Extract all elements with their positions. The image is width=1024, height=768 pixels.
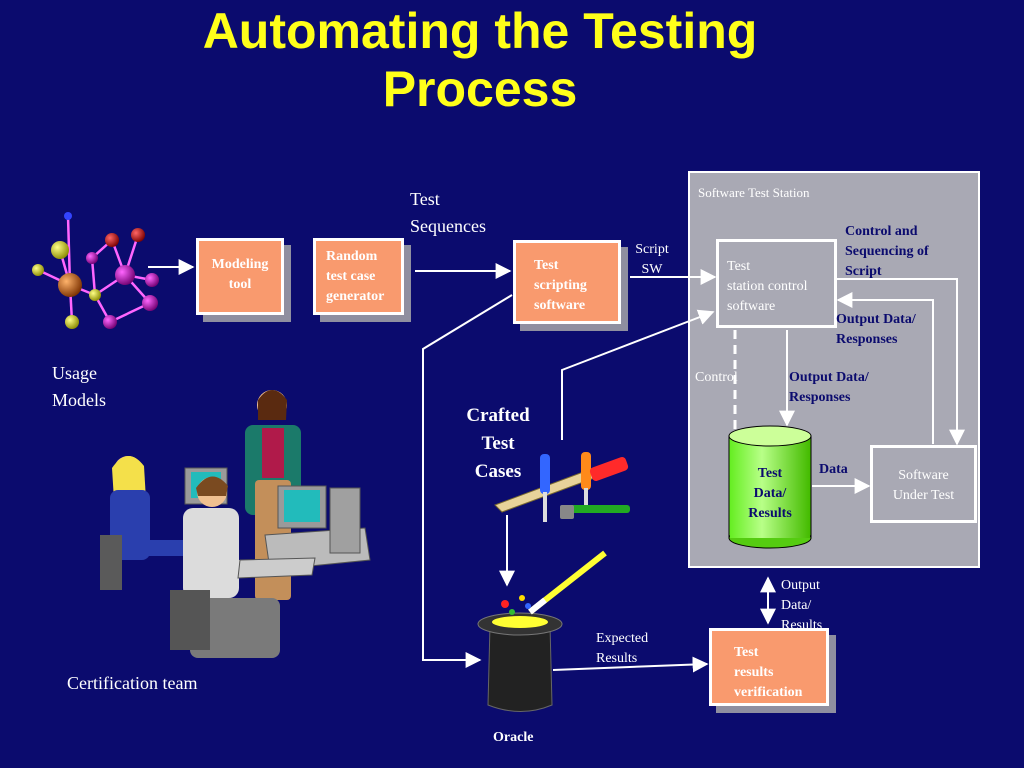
generator-label: Random test case generator: [326, 249, 385, 304]
slide-title: Automating the Testing Process: [202, 3, 758, 117]
station-title: Software Test Station: [698, 185, 810, 200]
verification-label: Test results verification: [734, 645, 803, 700]
usage-models-label: Usage Models: [52, 363, 106, 410]
usage-model-graph-icon: [32, 212, 159, 329]
oracle-label: Oracle: [493, 730, 534, 745]
arrow-sequences-to-oracle: [422, 294, 513, 668]
arrow-control-to-sut: [836, 278, 965, 446]
test-station-control-box: Test station control software: [716, 239, 837, 328]
expected-results-label: Expected Results: [596, 631, 649, 666]
tools-icon: [494, 452, 630, 522]
output-responses-label-1: Output Data/ Responses: [836, 312, 916, 347]
arrow-crafted-to-control: [561, 309, 715, 440]
test-data-results-database: [728, 425, 812, 549]
script-sw-label: Script SW: [635, 242, 669, 277]
test-sequences-label: Test Sequences: [410, 189, 486, 236]
test-results-verification-box: Test results verification: [709, 628, 829, 706]
sut-label: Software Under Test: [892, 468, 955, 503]
data-label: Data: [819, 462, 848, 477]
certification-team-label: Certification team: [67, 673, 198, 693]
control-sequencing-label: Control and Sequencing of Script: [845, 224, 929, 279]
database-label: Test Data/ Results: [748, 466, 792, 521]
crafted-test-cases-label: Crafted Test Cases: [466, 405, 530, 482]
software-under-test-box: Software Under Test: [870, 445, 977, 523]
oracle-hat-icon: [477, 550, 607, 712]
random-test-case-generator-box: Random test case generator: [313, 238, 404, 315]
control-software-label: Test station control software: [727, 259, 808, 314]
certification-team-illustration: [100, 390, 371, 658]
output-responses-label-2: Output Data/ Responses: [789, 370, 869, 405]
arrow-oracle-to-verification: [552, 656, 709, 673]
scripting-label: Test scripting software: [534, 258, 587, 313]
output-data-results-label: Output Data/ Results: [781, 578, 823, 633]
modeling-tool-box: Modeling tool: [196, 238, 284, 315]
control-label: Control: [695, 370, 738, 385]
modeling-tool-label: Modeling tool: [211, 257, 269, 292]
arrow-sut-to-control: [836, 292, 934, 444]
test-scripting-software-box: Test scripting software: [513, 240, 621, 324]
